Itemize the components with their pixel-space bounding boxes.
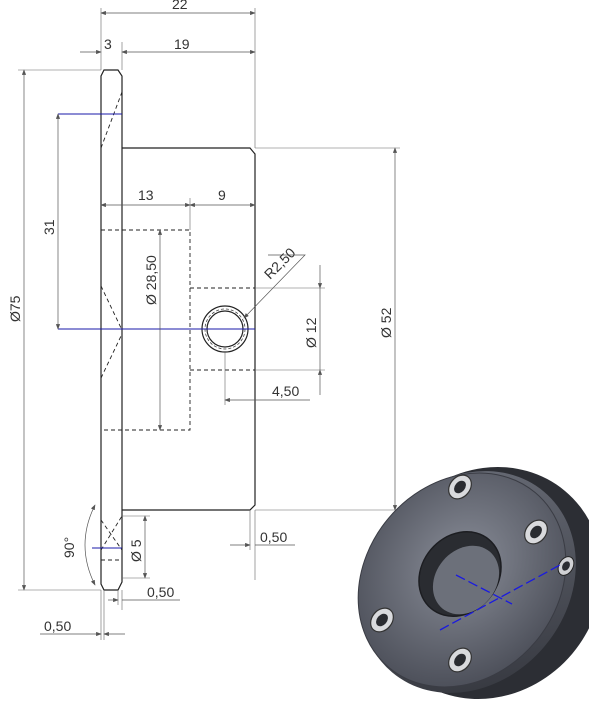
label-hole-offset: 9 bbox=[218, 187, 226, 203]
upper-countersink bbox=[100, 91, 123, 379]
label-countersink-angle: 90° bbox=[61, 537, 77, 558]
label-hole-radius: R2,50 bbox=[261, 244, 299, 282]
isometric-view bbox=[357, 467, 589, 699]
label-chamfer-right: 0,50 bbox=[260, 529, 287, 545]
dimension-labels: 22 3 19 Ø75 31 13 9 Ø 28,50 R2,50 Ø 12 Ø… bbox=[7, 0, 394, 634]
label-overall-length: 22 bbox=[172, 0, 188, 12]
bore-pocket bbox=[101, 229, 191, 431]
label-flange-diameter: Ø75 bbox=[7, 295, 23, 322]
label-hole-depth: 4,50 bbox=[272, 383, 299, 399]
label-bolt-circle: 31 bbox=[41, 219, 57, 235]
radial-hole bbox=[190, 287, 255, 371]
label-pocket-length: 13 bbox=[138, 187, 154, 203]
label-chamfer-left: 0,50 bbox=[147, 584, 174, 600]
section-view bbox=[58, 69, 256, 591]
label-hole-diameter: Ø 12 bbox=[303, 317, 319, 348]
label-hub-diameter: Ø 52 bbox=[378, 307, 394, 338]
label-flange-thickness: 3 bbox=[104, 36, 112, 52]
lower-countersink bbox=[100, 515, 123, 561]
dimensions bbox=[18, 8, 400, 640]
flange-outline bbox=[100, 69, 123, 591]
label-chamfer-bottom: 0,50 bbox=[44, 618, 71, 634]
bolt-holes bbox=[370, 474, 548, 673]
label-bolt-hole-diameter: Ø 5 bbox=[128, 539, 144, 562]
hub-outline bbox=[122, 147, 256, 511]
label-bore-diameter: Ø 28,50 bbox=[143, 255, 159, 305]
label-hub-length: 19 bbox=[174, 36, 190, 52]
